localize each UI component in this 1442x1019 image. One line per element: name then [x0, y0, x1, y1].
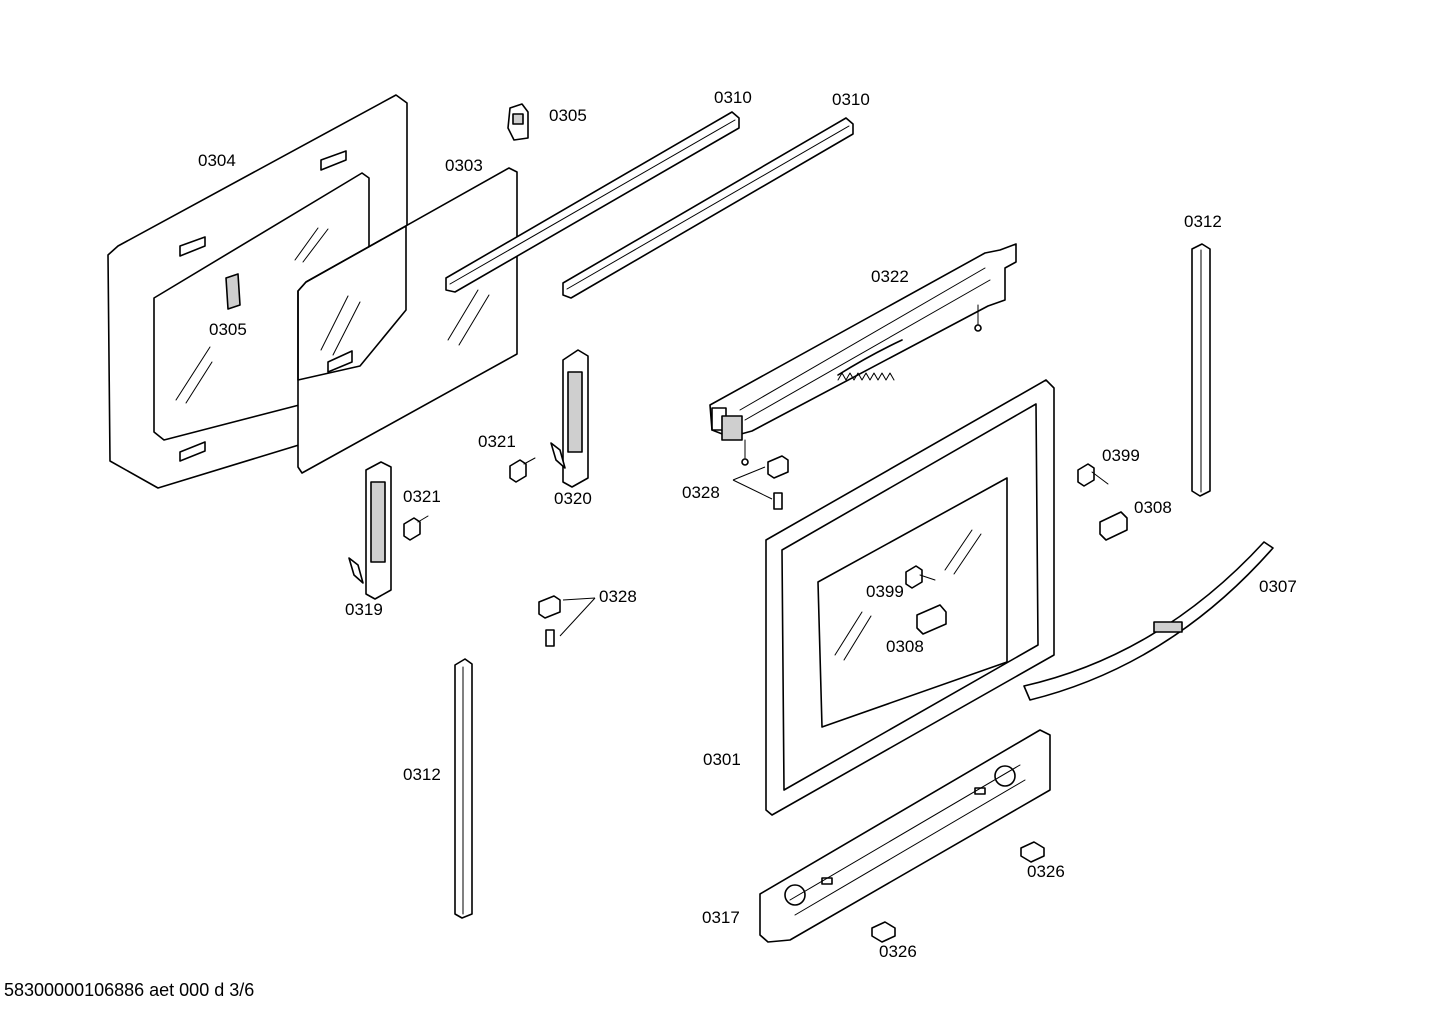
part-0308-clip-right — [1099, 511, 1128, 541]
part-0310-seal-a — [445, 111, 740, 293]
part-0321-bolt-a — [509, 457, 536, 483]
part-0322-top-rail — [709, 243, 1017, 466]
label-0321-a: 0321 — [478, 432, 516, 451]
part-0326-clip-b — [871, 921, 896, 943]
part-0320-hinge — [550, 349, 589, 488]
label-0312-right: 0312 — [1184, 212, 1222, 231]
label-0308-b: 0308 — [886, 637, 924, 656]
label-0399-b: 0399 — [866, 582, 904, 601]
label-0308-a: 0308 — [1134, 498, 1172, 517]
label-0328-b: 0328 — [682, 483, 720, 502]
part-0399-screw-right — [1077, 463, 1109, 487]
part-0317-bottom-rail — [759, 729, 1051, 943]
label-0307: 0307 — [1259, 577, 1297, 596]
label-0303: 0303 — [445, 156, 483, 175]
part-0328-clip-b — [767, 455, 789, 510]
leader-0328-b2 — [732, 479, 773, 500]
leader-0328-b1 — [732, 466, 766, 481]
label-0317: 0317 — [702, 908, 740, 927]
part-0326-clip-a — [1020, 841, 1045, 863]
label-0326-a: 0326 — [1027, 862, 1065, 881]
label-0312-left: 0312 — [403, 765, 441, 784]
part-0312-strip-right — [1191, 243, 1211, 497]
label-0399-a: 0399 — [1102, 446, 1140, 465]
label-0301: 0301 — [703, 750, 741, 769]
diagram-reference-code: 58300000106886 aet 000 d 3/6 — [4, 980, 255, 1000]
label-0320: 0320 — [554, 489, 592, 508]
part-0321-bolt-b — [403, 515, 429, 541]
part-0319-hinge — [348, 461, 392, 600]
label-0305-mid: 0305 — [209, 320, 247, 339]
label-0326-b: 0326 — [879, 942, 917, 961]
part-0301-door-frame — [765, 379, 1055, 816]
label-0310-b: 0310 — [832, 90, 870, 109]
part-0328-clip-a — [538, 595, 561, 647]
part-0312-strip-left — [454, 658, 473, 919]
leader-0328-a2 — [559, 597, 596, 637]
label-0305-top: 0305 — [549, 106, 587, 125]
part-0310-seal-b — [562, 117, 854, 299]
label-0319: 0319 — [345, 600, 383, 619]
part-0305-clip-top — [507, 103, 529, 141]
part-0303-inner-glass — [297, 167, 518, 474]
label-0328-a: 0328 — [599, 587, 637, 606]
label-0304: 0304 — [198, 151, 236, 170]
leader-0328-a1 — [562, 597, 596, 601]
label-0310-a: 0310 — [714, 88, 752, 107]
part-0307-handle — [1023, 541, 1274, 701]
label-0321-b: 0321 — [403, 487, 441, 506]
label-0322: 0322 — [871, 267, 909, 286]
